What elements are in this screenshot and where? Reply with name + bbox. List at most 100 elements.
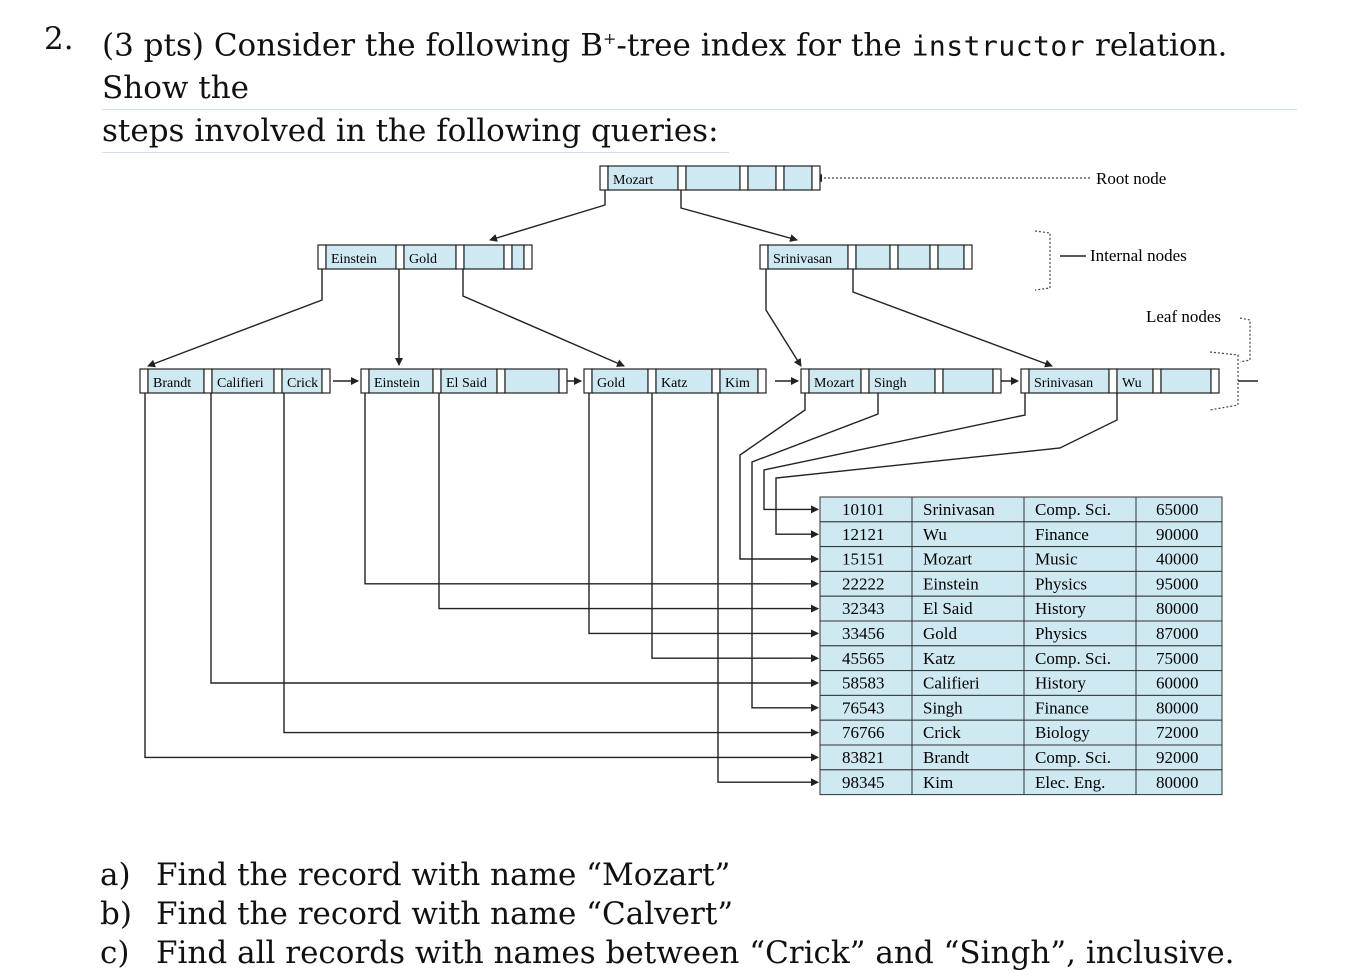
dept-cell: History bbox=[1035, 599, 1087, 618]
key-slot bbox=[211, 368, 275, 394]
pointer-slot bbox=[889, 244, 899, 270]
key-slot bbox=[368, 368, 434, 394]
pointer-slot bbox=[963, 244, 973, 270]
table-cell bbox=[819, 694, 913, 721]
name-cell: Wu bbox=[923, 525, 947, 544]
mozart-record-pointer bbox=[739, 393, 806, 560]
id-cell: 22222 bbox=[842, 574, 885, 593]
salary-cell: 80000 bbox=[1156, 773, 1199, 792]
key-slot bbox=[1116, 368, 1154, 394]
key-slot bbox=[942, 368, 994, 394]
question-line-1: (3 pts) Consider the following B+-tree i… bbox=[102, 18, 1297, 111]
dept-cell: Finance bbox=[1035, 525, 1089, 544]
name-cell: El Said bbox=[923, 599, 973, 618]
table-cell bbox=[1023, 496, 1137, 523]
pointer-slot bbox=[203, 368, 213, 394]
question-line-1-start: (3 pts) Consider the following B bbox=[102, 27, 604, 64]
srinivasan-record-pointer bbox=[763, 393, 1026, 511]
relation-name: instructor bbox=[911, 29, 1086, 63]
query-b-text: Find the record with name “Calvert” bbox=[156, 896, 734, 932]
internal-to-leaf-5 bbox=[852, 269, 1053, 368]
key-slot bbox=[403, 244, 457, 270]
table-cell bbox=[911, 719, 1025, 746]
internal-to-leaf-3 bbox=[462, 269, 625, 367]
pointer-slot bbox=[757, 368, 767, 394]
node-key: Califieri bbox=[217, 376, 264, 391]
pointer-slot bbox=[599, 165, 609, 191]
question-number: 2. bbox=[44, 21, 74, 57]
node-key: Brandt bbox=[153, 376, 191, 391]
pointer-slot bbox=[847, 244, 857, 270]
crick-record-pointer bbox=[283, 393, 790, 734]
pointer-slot bbox=[929, 244, 939, 270]
node-key: Gold bbox=[409, 252, 437, 267]
table-cell bbox=[1135, 769, 1223, 796]
table-cell bbox=[819, 744, 913, 771]
table-cell bbox=[911, 570, 1025, 597]
pointer-lines bbox=[144, 174, 1258, 787]
id-cell: 33456 bbox=[842, 624, 885, 643]
table-cell bbox=[819, 670, 913, 696]
node-key: Einstein bbox=[374, 376, 420, 391]
question-text: (3 pts) Consider the following B+-tree i… bbox=[102, 18, 1297, 154]
table-cell bbox=[1023, 546, 1137, 572]
dept-cell: Comp. Sci. bbox=[1035, 500, 1111, 519]
query-c: c)Find all records with names between “C… bbox=[100, 934, 1235, 973]
elsaid-record-pointer bbox=[438, 393, 790, 610]
key-slot bbox=[511, 244, 525, 270]
pointer-slot bbox=[321, 368, 331, 394]
id-cell: 98345 bbox=[842, 773, 885, 792]
table-cell bbox=[1023, 719, 1137, 746]
internal-nodes-label: Internal nodes bbox=[1090, 246, 1187, 265]
id-cell: 32343 bbox=[842, 599, 885, 618]
dept-cell: Comp. Sci. bbox=[1035, 649, 1111, 668]
table-cell bbox=[1135, 719, 1223, 746]
plus-superscript: + bbox=[603, 29, 617, 48]
name-cell: Brandt bbox=[923, 748, 970, 767]
name-cell: Gold bbox=[923, 624, 958, 643]
dept-cell: Physics bbox=[1035, 624, 1087, 643]
table-cell bbox=[1135, 570, 1223, 597]
singh-record-pointer bbox=[751, 393, 879, 709]
question-line-1-end: relation. Show the bbox=[102, 27, 1228, 107]
table-cell bbox=[819, 645, 913, 672]
table-cell bbox=[911, 595, 1025, 622]
wu-record-pointer bbox=[775, 393, 1118, 535]
node-key: Wu bbox=[1122, 376, 1142, 391]
table-cell bbox=[1135, 546, 1223, 572]
dept-cell: Comp. Sci. bbox=[1035, 748, 1111, 767]
dept-cell: Biology bbox=[1035, 723, 1090, 742]
pointer-slot bbox=[432, 368, 442, 394]
salary-cell: 92000 bbox=[1156, 748, 1199, 767]
pointer-slot bbox=[558, 368, 568, 394]
internal-node-right: Srinivasan bbox=[759, 244, 973, 270]
node-key: Srinivasan bbox=[773, 252, 832, 267]
internal-bracket bbox=[1034, 230, 1051, 291]
pointer-slot bbox=[1108, 368, 1118, 394]
salary-cell: 80000 bbox=[1156, 599, 1199, 618]
name-cell: Kim bbox=[923, 773, 953, 792]
pointer-slot bbox=[395, 244, 405, 270]
katz-record-pointer bbox=[651, 393, 790, 659]
key-slot bbox=[783, 165, 813, 191]
query-a: a)Find the record with name “Mozart” bbox=[100, 856, 1235, 895]
query-c-text: Find all records with names between “Cri… bbox=[156, 935, 1235, 971]
key-slot bbox=[1160, 368, 1212, 394]
key-slot bbox=[855, 244, 891, 270]
key-slot bbox=[897, 244, 931, 270]
table-cell bbox=[1023, 769, 1137, 796]
pointer-slot bbox=[860, 368, 870, 394]
leaf-bracket-upper bbox=[1239, 317, 1251, 363]
pointer-slot bbox=[677, 165, 687, 191]
